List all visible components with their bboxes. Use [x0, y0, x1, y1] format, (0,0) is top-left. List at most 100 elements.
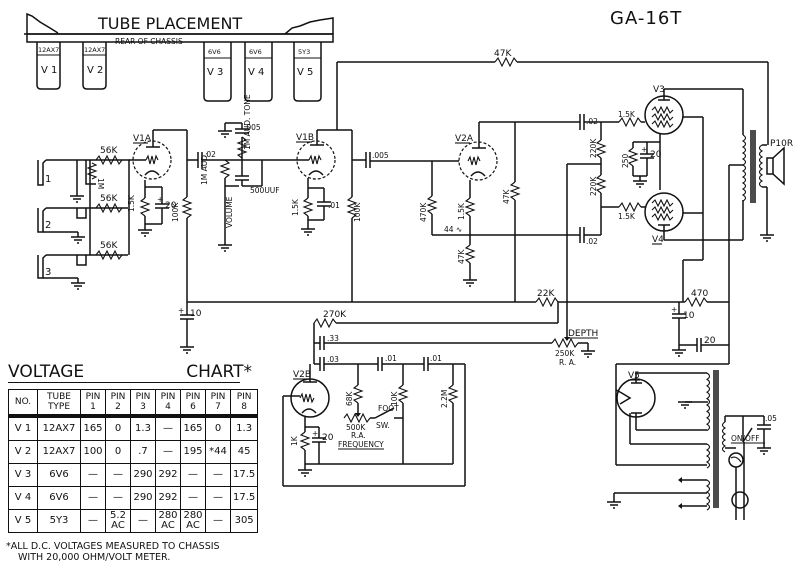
svg-text:1.5K: 1.5K [127, 194, 136, 212]
table-header-row: NO. TUBE TYPE PIN 1 PIN 2 PIN 3 PIN 4 PI… [8, 389, 259, 418]
resistor-22k [535, 296, 559, 308]
svg-text:220K: 220K [589, 176, 598, 196]
cell: 165 [180, 415, 206, 441]
resistor-56k-3 [95, 249, 123, 261]
cell: 5Y3 [37, 509, 81, 533]
svg-text:250: 250 [621, 153, 630, 168]
svg-text:.05: .05 [765, 414, 777, 423]
header-cell: TUBE TYPE [37, 389, 81, 418]
svg-text:.005: .005 [372, 151, 389, 160]
svg-text:1.5K: 1.5K [618, 212, 636, 221]
tube-id-label: V 5 [297, 67, 313, 78]
svg-text:100K: 100K [353, 202, 362, 222]
tube-slot-v5: 5Y3 V 5 [293, 42, 322, 102]
tube-id-label: V 2 [87, 65, 103, 76]
ground-icon [757, 447, 771, 455]
svg-text:V1B: V1B [296, 133, 314, 143]
cell: 0 [105, 415, 131, 441]
cell: — [155, 415, 181, 441]
ground-icon [70, 192, 84, 203]
rear-of-chassis-label: REAR OF CHASSIS [115, 37, 183, 46]
svg-text:1.5K: 1.5K [291, 198, 300, 216]
cell: 0 [205, 415, 231, 441]
tube-v3: V3 [644, 85, 744, 260]
svg-text:1.5K: 1.5K [618, 110, 636, 119]
svg-text:.01: .01 [328, 201, 340, 210]
note-line-2: WITH 20,000 OHM/VOLT METER. [18, 552, 171, 563]
cell: 292 [155, 463, 181, 487]
phase-inverter-network: .02 220K 220K .02 1.5K 1.5K [566, 110, 645, 302]
cell: V 4 [8, 486, 38, 510]
svg-text:10: 10 [190, 309, 202, 319]
power-supply: V5 ON/OFF .05 [607, 345, 777, 520]
svg-text:220K: 220K [589, 138, 598, 158]
svg-text:V5: V5 [628, 371, 640, 381]
ground-icon [218, 130, 232, 138]
voltage-chart-title-left: VOLTAGE [8, 362, 85, 382]
fuse-icon [731, 491, 749, 509]
tube-v1b: V1B 1.5K .01 100K [291, 62, 366, 302]
cell: — [80, 486, 106, 510]
cell: 305 [229, 509, 259, 533]
svg-text:.01: .01 [385, 354, 397, 363]
svg-text:56K: 56K [100, 146, 118, 156]
svg-text:VOLUME: VOLUME [225, 196, 234, 228]
svg-text:20: 20 [650, 150, 662, 160]
svg-text:10: 10 [683, 311, 695, 321]
tube-type-label: 12AX7 [84, 46, 105, 54]
svg-text:56K: 56K [100, 241, 118, 251]
capacitor-005-coupling: .005 [365, 151, 459, 168]
tube-v2a: V2A 470K 44 ∿ 1.5K 47K 47K [419, 121, 580, 302]
resistor-100k [181, 196, 193, 219]
cell: 290 [130, 486, 156, 510]
volume-pot [219, 159, 231, 179]
svg-text:+: + [671, 305, 677, 314]
svg-text:250K: 250K [555, 349, 575, 358]
cell: 12AX7 [37, 415, 81, 441]
tube-id-label: V 4 [248, 67, 264, 78]
resistor-1.5k [302, 197, 314, 217]
header-cell: PIN 7 [205, 389, 231, 418]
tube-placement-heading: TUBE PLACEMENT [97, 14, 242, 33]
cell: V 5 [8, 509, 38, 533]
header-cell: PIN 4 [155, 389, 181, 418]
ground-icon [581, 343, 595, 358]
output-transformer [728, 130, 768, 302]
cell: V 2 [8, 440, 38, 464]
svg-text:+: + [178, 306, 184, 315]
svg-text:47K: 47K [494, 49, 512, 59]
resistor-1.5k [464, 197, 476, 217]
tube-type-label: 5Y3 [298, 48, 310, 56]
ground-icon [607, 501, 621, 509]
resistor-220k-bottom [595, 174, 607, 194]
cell: 100 [80, 440, 106, 464]
cell: 6V6 [37, 486, 81, 510]
header-cell: PIN 8 [229, 389, 259, 418]
cell: 290 [130, 463, 156, 487]
ground-icon [760, 234, 774, 242]
svg-text:R. A.: R. A. [559, 358, 576, 367]
chart-word: CHART [186, 362, 244, 382]
cell: — [130, 509, 156, 533]
ground-icon [633, 176, 647, 188]
model-title: GA-16T [610, 8, 683, 29]
cell: 195 [180, 440, 206, 464]
cell: — [205, 486, 231, 510]
svg-text:44 ∿: 44 ∿ [444, 225, 462, 234]
ground-icon [180, 346, 194, 354]
cell: 12AX7 [37, 440, 81, 464]
svg-text:20: 20 [165, 201, 177, 211]
cell: — [205, 463, 231, 487]
voltage-chart-title-right: CHART* [186, 362, 252, 382]
tube-slot-v4: 6V6 V 4 [244, 42, 273, 102]
svg-text:DEPTH: DEPTH [568, 329, 598, 339]
cell: 17.5 [229, 486, 259, 510]
resistor-470k [426, 195, 438, 215]
cell: — [105, 463, 131, 487]
voltage-chart-note: *ALL D.C. VOLTAGES MEASURED TO CHASSIS W… [6, 541, 220, 563]
chassis-left-wave [26, 12, 59, 34]
